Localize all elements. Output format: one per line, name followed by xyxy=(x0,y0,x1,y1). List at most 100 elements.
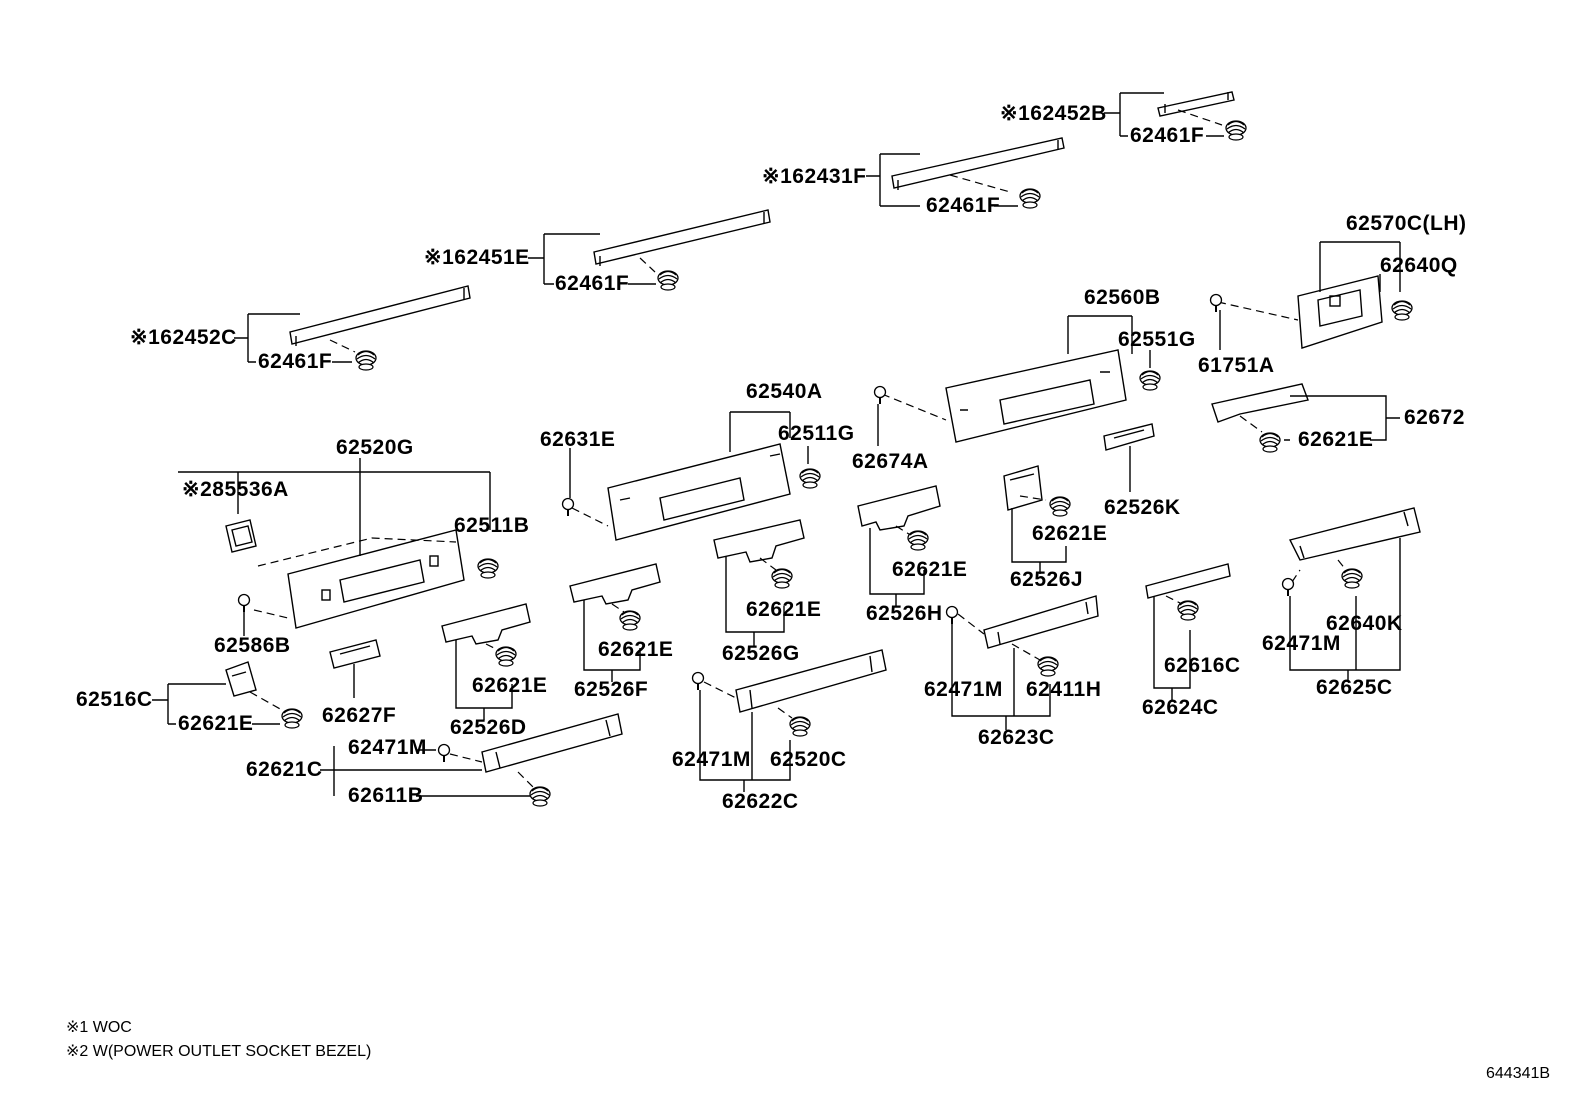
label-62625C[interactable]: 62625C xyxy=(1316,676,1393,699)
clip-icon xyxy=(657,270,679,291)
clip-icon xyxy=(1225,120,1247,141)
label-62640K[interactable]: 62640K xyxy=(1326,612,1403,635)
label-62621E-h[interactable]: 62621E xyxy=(892,558,967,581)
label-62526D[interactable]: 62526D xyxy=(450,716,527,739)
label-62551G[interactable]: 62551G xyxy=(1118,328,1196,351)
part-62516C xyxy=(225,661,303,729)
label-62526J[interactable]: 62526J xyxy=(1010,568,1083,591)
clip-icon xyxy=(1259,432,1281,453)
label-62471M-a[interactable]: 62471M xyxy=(348,736,427,759)
diagram-code: 644341B xyxy=(1486,1065,1550,1082)
label-85536A[interactable]: ※285536A xyxy=(182,478,289,501)
screw-icon xyxy=(1209,293,1223,313)
part-62526G xyxy=(713,519,805,589)
screw-icon xyxy=(237,593,251,613)
clip-icon xyxy=(495,646,517,667)
label-62616C[interactable]: 62616C xyxy=(1164,654,1241,677)
clip-icon xyxy=(281,708,303,729)
label-62452B[interactable]: ※162452B xyxy=(1000,102,1107,125)
label-62622C[interactable]: 62622C xyxy=(722,790,799,813)
label-62621E-f[interactable]: 62621E xyxy=(598,638,673,661)
clip-icon xyxy=(771,568,793,589)
label-62461F-a[interactable]: 62461F xyxy=(1130,124,1204,147)
label-62431F[interactable]: ※162431F xyxy=(762,165,867,188)
label-62623C[interactable]: 62623C xyxy=(978,726,1055,749)
rail-62452C xyxy=(289,285,471,371)
label-62570C[interactable]: 62570C(LH) xyxy=(1346,212,1467,235)
screw-icon xyxy=(561,497,575,517)
part-62526K xyxy=(1103,423,1155,451)
label-62624C[interactable]: 62624C xyxy=(1142,696,1219,719)
clip-icon xyxy=(1177,600,1199,621)
label-62621E-d[interactable]: 62621E xyxy=(472,674,547,697)
clip-icon xyxy=(907,530,929,551)
clip-icon xyxy=(1037,656,1059,677)
label-62471M-b[interactable]: 62471M xyxy=(672,748,751,771)
label-62461F-c[interactable]: 62461F xyxy=(555,272,629,295)
label-62540A[interactable]: 62540A xyxy=(746,380,823,403)
socket-bezel-85536A xyxy=(225,519,257,553)
label-62526K[interactable]: 62526K xyxy=(1104,496,1181,519)
label-62674A[interactable]: 62674A xyxy=(852,450,929,473)
clip-icon xyxy=(355,350,377,371)
label-62461F-b[interactable]: 62461F xyxy=(926,194,1000,217)
label-61751A[interactable]: 61751A xyxy=(1198,354,1275,377)
part-62526H xyxy=(857,485,941,551)
label-62586B[interactable]: 62586B xyxy=(214,634,291,657)
part-62625C xyxy=(1281,507,1421,597)
label-62560B[interactable]: 62560B xyxy=(1084,286,1161,309)
label-62526G[interactable]: 62526G xyxy=(722,642,800,665)
label-62471M-d[interactable]: 62471M xyxy=(1262,632,1341,655)
part-62622C xyxy=(691,649,887,737)
panel-62570C xyxy=(1209,275,1413,349)
clip-icon xyxy=(1049,496,1071,517)
label-62621E-c[interactable]: 62621E xyxy=(178,712,253,735)
rail-62452B xyxy=(1157,91,1247,141)
part-62627F xyxy=(329,639,381,669)
label-62621E-top[interactable]: 62621E xyxy=(1298,428,1373,451)
clip-icon xyxy=(1019,188,1041,209)
label-62451E[interactable]: ※162451E xyxy=(424,246,530,269)
screw-icon xyxy=(691,671,705,691)
label-62631E[interactable]: 62631E xyxy=(540,428,615,451)
clip-icon xyxy=(799,468,821,489)
label-62621C[interactable]: 62621C xyxy=(246,758,323,781)
label-62411H[interactable]: 62411H xyxy=(1026,678,1101,701)
clip-icon xyxy=(1391,300,1413,321)
clip-icon xyxy=(789,716,811,737)
label-62627F[interactable]: 62627F xyxy=(322,704,396,727)
rail-62451E xyxy=(593,209,771,291)
panel-62540A xyxy=(561,443,821,541)
part-62526J xyxy=(1003,465,1071,517)
label-62520C[interactable]: 62520C xyxy=(770,748,847,771)
screw-icon xyxy=(1281,577,1295,597)
note-2: ※2 W(POWER OUTLET SOCKET BEZEL) xyxy=(66,1043,371,1060)
part-62526D xyxy=(441,603,531,667)
label-62511B[interactable]: 62511B xyxy=(454,514,529,537)
panel-62520G xyxy=(237,529,499,629)
label-62516C[interactable]: 62516C xyxy=(76,688,153,711)
part-62623C xyxy=(945,595,1099,677)
label-62526F[interactable]: 62526F xyxy=(574,678,648,701)
label-62621E-g[interactable]: 62621E xyxy=(746,598,821,621)
clip-icon xyxy=(477,558,499,579)
label-62611B[interactable]: 62611B xyxy=(348,784,423,807)
label-62511G[interactable]: 62511G xyxy=(778,422,855,445)
screw-icon xyxy=(437,743,451,763)
label-62471M-c[interactable]: 62471M xyxy=(924,678,1003,701)
label-62526H[interactable]: 62526H xyxy=(866,602,943,625)
label-62520G[interactable]: 62520G xyxy=(336,436,414,459)
clip-icon xyxy=(1139,370,1161,391)
panel-62560B xyxy=(873,349,1161,443)
label-62672[interactable]: 62672 xyxy=(1404,406,1465,429)
screw-icon xyxy=(873,385,887,405)
label-62452C[interactable]: ※162452C xyxy=(130,326,237,349)
rail-62431F xyxy=(891,137,1065,209)
part-62672 xyxy=(1211,383,1309,453)
label-62621E-j[interactable]: 62621E xyxy=(1032,522,1107,545)
label-62640Q[interactable]: 62640Q xyxy=(1380,254,1458,277)
clip-icon xyxy=(1341,568,1363,589)
clip-icon xyxy=(619,610,641,631)
label-62461F-d[interactable]: 62461F xyxy=(258,350,332,373)
